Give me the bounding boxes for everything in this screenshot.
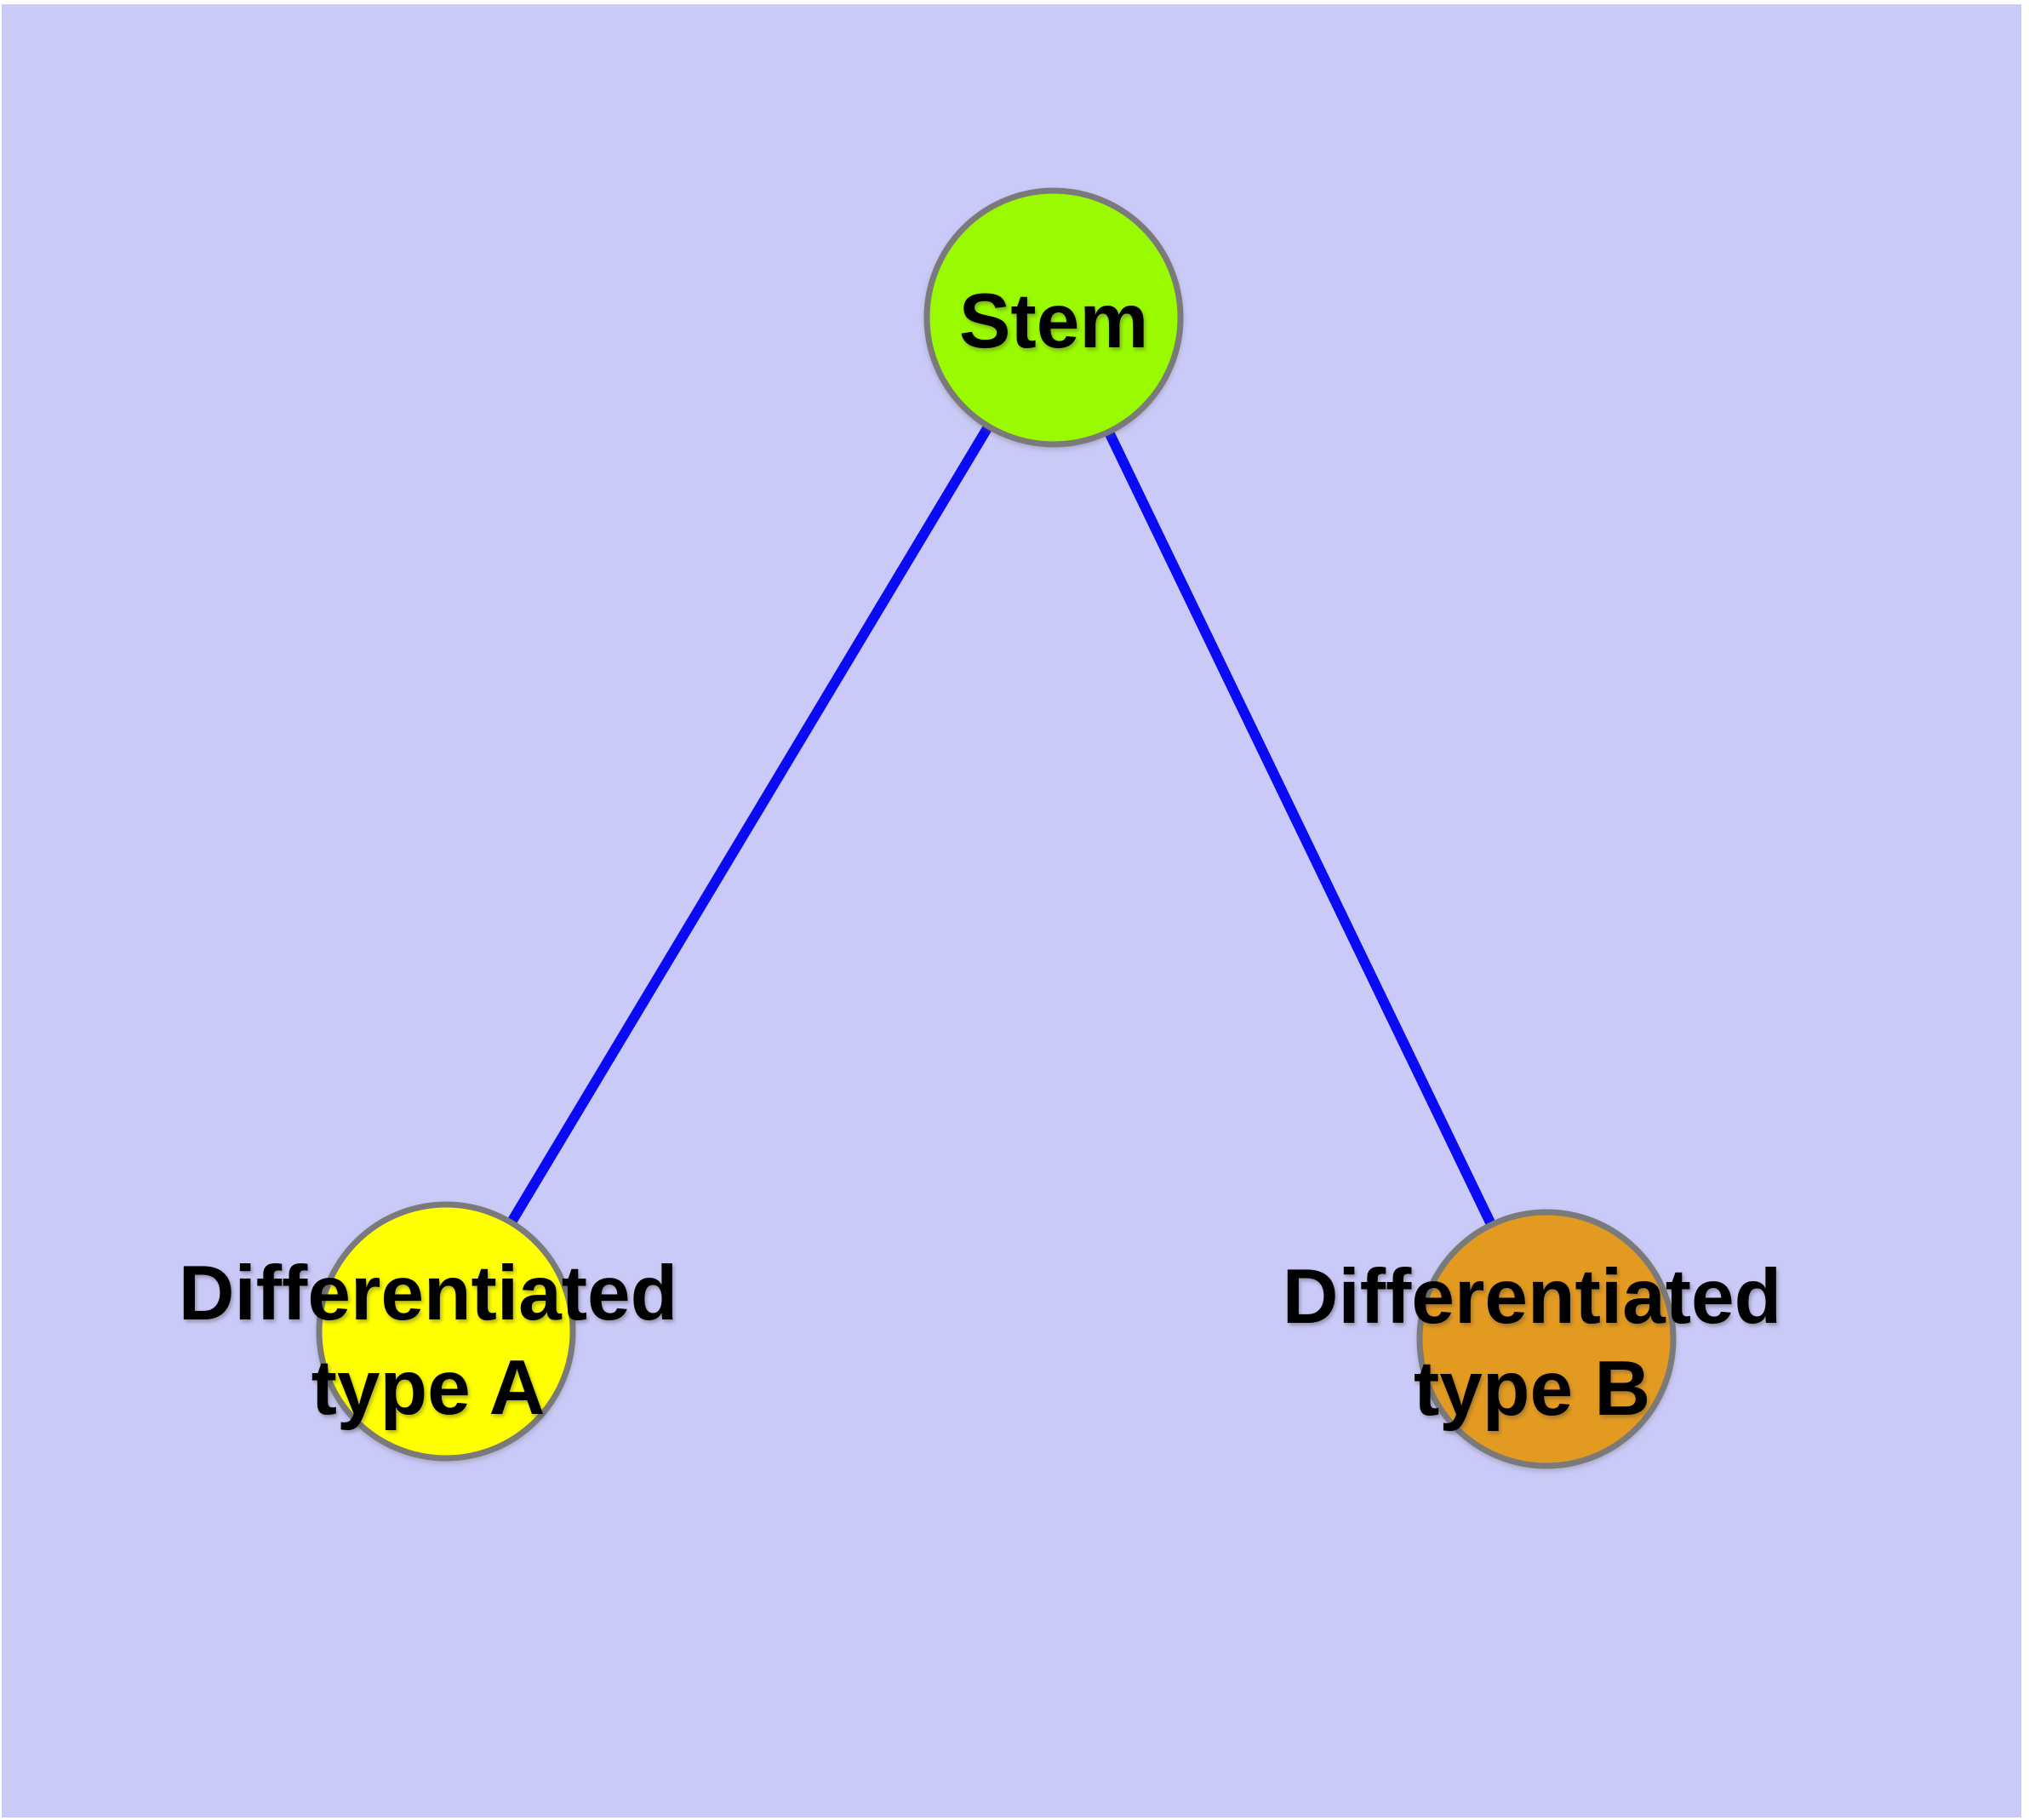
node-type-b-label-line1: Differentiated — [1283, 1254, 1782, 1340]
node-type-b-label-line2: type B — [1414, 1346, 1650, 1432]
node-differentiated-type-a — [316, 1201, 576, 1462]
node-stem-label: Stem — [959, 278, 1149, 364]
node-type-a-label-line1: Differentiated — [179, 1251, 678, 1336]
node-type-a-label-line2: type A — [311, 1345, 546, 1431]
node-differentiated-type-b — [1416, 1209, 1677, 1469]
edge-stem-to-type-a — [441, 314, 1059, 1335]
node-stem — [923, 187, 1184, 448]
edge-stem-to-type-b — [1049, 315, 1552, 1342]
